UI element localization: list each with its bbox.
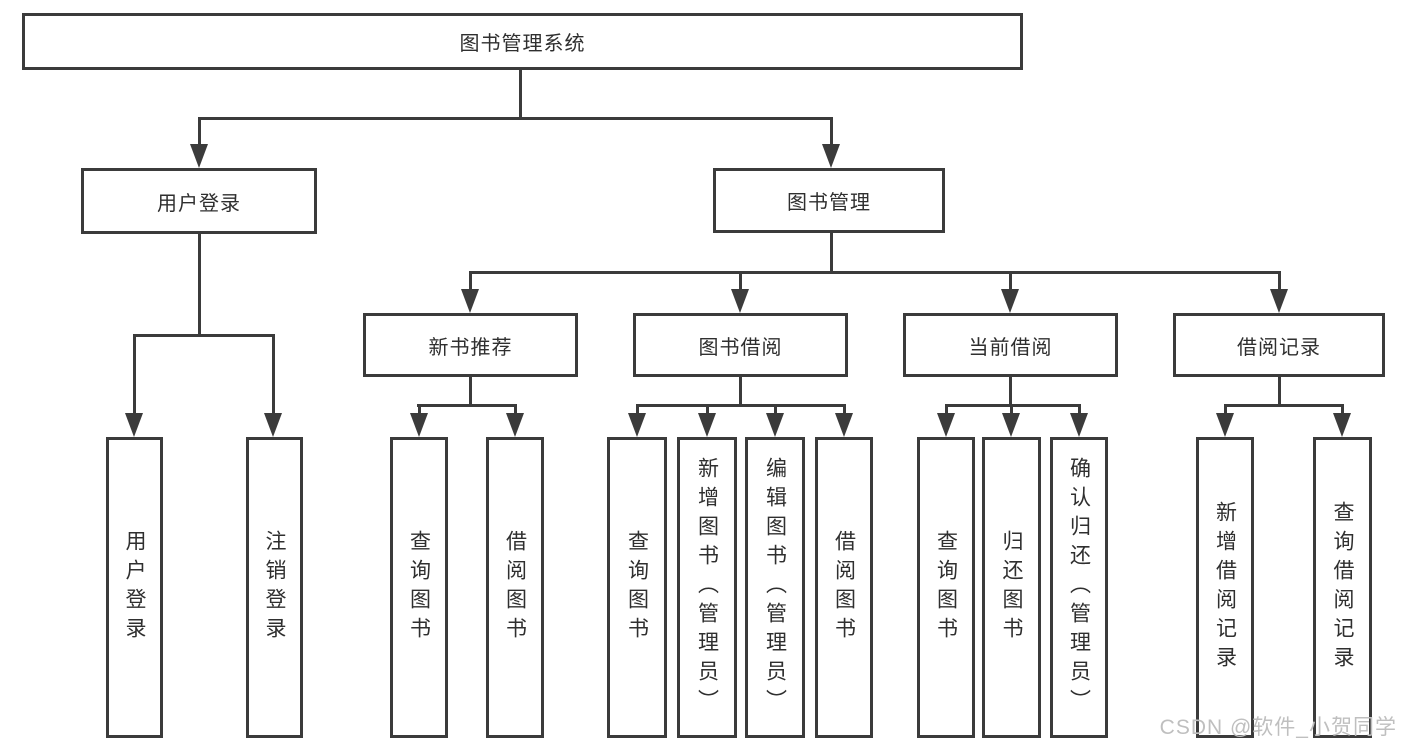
leaf-cb-confirm-return-admin-label: 确认归还（管理员） — [1067, 457, 1091, 718]
connector-new-rec-stem — [469, 377, 472, 406]
arrow-down-borrow — [731, 289, 749, 313]
node-book-mgmt: 图书管理 — [713, 168, 945, 233]
node-user-login: 用户登录 — [81, 168, 317, 234]
node-current-borrow-label: 当前借阅 — [968, 336, 1053, 359]
connector-cb-leaf2-drop — [1010, 404, 1013, 416]
arrow-down-logout-leaf — [264, 413, 282, 437]
node-user-login-label: 用户登录 — [157, 192, 241, 215]
connector-bb-leaf1-drop — [636, 404, 639, 416]
connector-level2-hbar — [198, 117, 832, 120]
leaf-nr-query-books-label: 查询图书 — [407, 529, 431, 646]
arrow-down-nr-leaf1 — [410, 413, 428, 437]
arrow-down-bb-leaf1 — [628, 413, 646, 437]
node-root: 图书管理系统 — [22, 13, 1023, 70]
connector-book-mgmt-drop — [830, 117, 833, 146]
connector-current-stem — [1009, 377, 1012, 406]
connector-book-mgmt-stem — [830, 233, 833, 273]
connector-borrow-hbar — [636, 404, 845, 407]
connector-cb-leaf1-drop — [945, 404, 948, 416]
connector-borrow-drop — [739, 271, 742, 293]
connector-bb-leaf3-drop — [774, 404, 777, 416]
leaf-user-login-label: 用户登录 — [123, 529, 146, 646]
connector-new-rec-drop — [469, 271, 472, 293]
connector-records-drop — [1278, 271, 1281, 293]
connector-br-leaf2-drop — [1341, 404, 1344, 416]
leaf-logout-label: 注销登录 — [263, 529, 286, 646]
leaf-logout: 注销登录 — [246, 437, 303, 738]
connector-records-stem — [1278, 377, 1281, 406]
leaf-cb-confirm-return-admin: 确认归还（管理员） — [1050, 437, 1108, 738]
leaf-nr-borrow-books-label: 借阅图书 — [503, 529, 527, 646]
connector-logout-leaf-drop — [272, 334, 275, 416]
arrow-down-book-mgmt — [822, 144, 840, 168]
arrow-down-bb-leaf4 — [835, 413, 853, 437]
arrow-down-current — [1001, 289, 1019, 313]
connector-nr-leaf2-drop — [514, 404, 517, 416]
leaf-user-login: 用户登录 — [106, 437, 163, 738]
connector-root-stem — [519, 70, 522, 118]
node-current-borrow: 当前借阅 — [903, 313, 1118, 377]
connector-bb-leaf2-drop — [706, 404, 709, 416]
connector-current-drop — [1009, 271, 1012, 293]
node-new-book-rec-label: 新书推荐 — [428, 336, 513, 359]
leaf-bb-edit-books-admin-label: 编辑图书（管理员） — [763, 457, 787, 718]
arrow-down-records — [1270, 289, 1288, 313]
arrow-down-cb-leaf1 — [937, 413, 955, 437]
leaf-cb-query-books: 查询图书 — [917, 437, 975, 738]
node-book-borrow-label: 图书借阅 — [698, 336, 783, 359]
node-book-borrow: 图书借阅 — [633, 313, 848, 377]
arrow-down-login-leaf — [125, 413, 143, 437]
arrow-down-nr-leaf2 — [506, 413, 524, 437]
connector-level3-hbar — [469, 271, 1281, 274]
node-new-book-rec: 新书推荐 — [363, 313, 578, 377]
connector-user-login-drop — [198, 117, 201, 146]
arrow-down-new-rec — [461, 289, 479, 313]
leaf-cb-return-books: 归还图书 — [982, 437, 1041, 738]
leaf-nr-query-books: 查询图书 — [390, 437, 448, 738]
connector-user-login-stem — [198, 234, 201, 337]
leaf-bb-borrow-books: 借阅图书 — [815, 437, 873, 738]
arrow-down-br-leaf2 — [1333, 413, 1351, 437]
leaf-bb-borrow-books-label: 借阅图书 — [832, 529, 856, 646]
leaf-br-query-record-label: 查询借阅记录 — [1331, 500, 1354, 675]
connector-br-leaf1-drop — [1224, 404, 1227, 416]
leaf-bb-add-books-admin-label: 新增图书（管理员） — [695, 457, 719, 718]
connector-cb-leaf3-drop — [1078, 404, 1081, 416]
watermark: CSDN @软件_小贺同学 — [1159, 716, 1397, 739]
leaf-br-add-record-label: 新增借阅记录 — [1213, 500, 1237, 675]
arrow-down-br-leaf1 — [1216, 413, 1234, 437]
leaf-bb-edit-books-admin: 编辑图书（管理员） — [745, 437, 805, 738]
arrow-down-cb-leaf3 — [1070, 413, 1088, 437]
leaf-nr-borrow-books: 借阅图书 — [486, 437, 544, 738]
connector-borrow-stem — [739, 377, 742, 406]
node-book-mgmt-label: 图书管理 — [787, 192, 871, 214]
leaf-bb-query-books: 查询图书 — [607, 437, 667, 738]
connector-login-leaf-drop — [133, 334, 136, 416]
connector-nr-leaf1-drop — [418, 404, 421, 416]
arrow-down-cb-leaf2 — [1002, 413, 1020, 437]
leaf-bb-query-books-label: 查询图书 — [625, 529, 649, 646]
leaf-br-query-record: 查询借阅记录 — [1313, 437, 1372, 738]
connector-user-login-hbar — [133, 334, 274, 337]
node-borrow-records: 借阅记录 — [1173, 313, 1385, 377]
leaf-bb-add-books-admin: 新增图书（管理员） — [677, 437, 737, 738]
connector-records-hbar — [1224, 404, 1343, 407]
leaf-cb-return-books-label: 归还图书 — [1000, 529, 1023, 646]
node-borrow-records-label: 借阅记录 — [1237, 336, 1321, 359]
connector-new-rec-hbar — [417, 404, 517, 407]
arrow-down-user-login — [190, 144, 208, 168]
node-root-label: 图书管理系统 — [459, 33, 586, 55]
arrow-down-bb-leaf2 — [698, 413, 716, 437]
leaf-br-add-record: 新增借阅记录 — [1196, 437, 1254, 738]
leaf-cb-query-books-label: 查询图书 — [934, 529, 958, 646]
connector-bb-leaf4-drop — [843, 404, 846, 416]
arrow-down-bb-leaf3 — [766, 413, 784, 437]
